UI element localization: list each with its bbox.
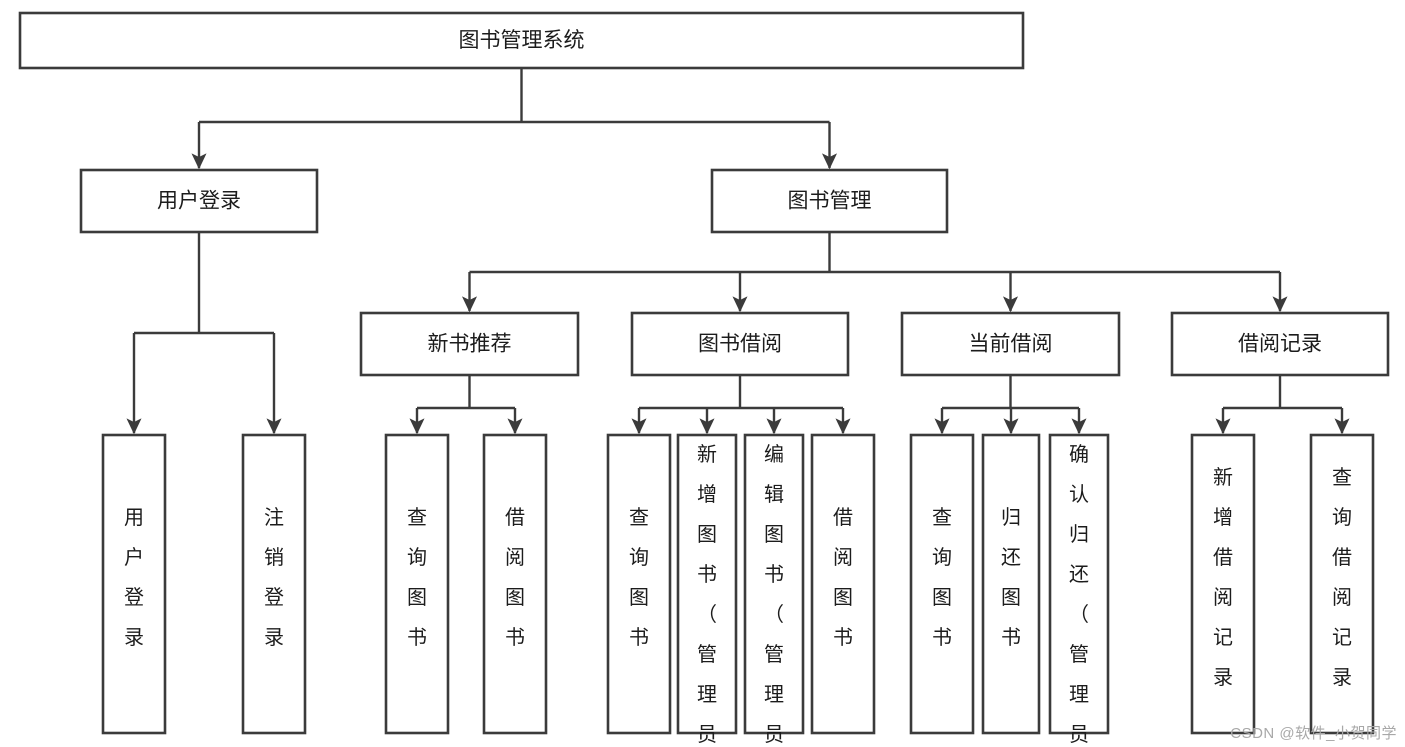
node-leaf-query-book-borrow[interactable]: 查询图书 (606, 433, 672, 735)
node-box (101, 433, 167, 735)
node-label: 图书管理 (788, 190, 872, 213)
node-label: 新增图书（管理员） (697, 443, 717, 747)
node-box (1170, 311, 1390, 377)
node-box (241, 433, 307, 735)
node-label: 查询图书 (932, 506, 952, 649)
node-leaf-query-book-rec[interactable]: 查询图书 (384, 433, 450, 735)
node-box (18, 11, 1025, 70)
node-box (710, 168, 949, 234)
node-label: 新书推荐 (428, 333, 512, 356)
node-box (482, 433, 548, 735)
node-label: 查询图书 (407, 506, 427, 649)
node-box (1190, 433, 1256, 735)
node-leaf-borrow-book[interactable]: 借阅图书 (810, 433, 876, 735)
node-book-manage[interactable]: 图书管理 (710, 168, 949, 234)
node-box (1309, 433, 1375, 735)
node-borrow-record[interactable]: 借阅记录 (1170, 311, 1390, 377)
node-leaf-add-book-admin[interactable]: 新增图书（管理员） (676, 433, 738, 747)
node-leaf-add-borrow-record[interactable]: 新增借阅记录 (1190, 433, 1256, 735)
node-leaf-query-borrow-record[interactable]: 查询借阅记录 (1309, 433, 1375, 735)
node-box (810, 433, 876, 735)
watermark: CSDN @软件_小贺同学 (1230, 725, 1397, 742)
node-label: 图书借阅 (698, 333, 782, 356)
node-box (909, 433, 975, 735)
node-user-login[interactable]: 用户登录 (79, 168, 319, 234)
node-label: 借阅图书 (505, 506, 525, 649)
node-box (630, 311, 850, 377)
node-box (79, 168, 319, 234)
node-box (359, 311, 580, 377)
node-leaf-query-book-cur[interactable]: 查询图书 (909, 433, 975, 735)
node-label: 归还图书 (1001, 506, 1021, 649)
node-leaf-borrow-book-rec[interactable]: 借阅图书 (482, 433, 548, 735)
node-label: 查询图书 (629, 506, 649, 649)
node-label: 编辑图书（管理员） (764, 443, 784, 747)
node-label: 新增借阅记录 (1213, 466, 1233, 689)
node-box (606, 433, 672, 735)
edge-layer (126, 68, 1350, 435)
node-leaf-edit-book-admin[interactable]: 编辑图书（管理员） (743, 433, 805, 747)
node-box (384, 433, 450, 735)
node-label: 查询借阅记录 (1332, 466, 1352, 689)
node-label: 借阅记录 (1238, 333, 1322, 356)
node-leaf-user-login[interactable]: 用户登录 (101, 433, 167, 735)
node-label: 用户登录 (124, 507, 144, 649)
node-current-borrow[interactable]: 当前借阅 (900, 311, 1121, 377)
node-label: 注销登录 (264, 506, 284, 649)
node-box (900, 311, 1121, 377)
node-box (676, 433, 738, 735)
node-box (743, 433, 805, 735)
node-box (981, 433, 1041, 735)
node-label: 确认归还（管理员） (1069, 443, 1089, 747)
node-leaf-return-book[interactable]: 归还图书 (981, 433, 1041, 735)
node-layer: 图书管理系统用户登录图书管理新书推荐图书借阅当前借阅借阅记录用户登录注销登录查询… (18, 11, 1390, 747)
node-box (1048, 433, 1110, 735)
node-new-book-recommend[interactable]: 新书推荐 (359, 311, 580, 377)
node-label: 用户登录 (157, 190, 241, 213)
node-label: 当前借阅 (969, 333, 1053, 356)
node-label: 借阅图书 (833, 506, 853, 649)
node-label: 图书管理系统 (459, 29, 585, 52)
node-leaf-user-logout[interactable]: 注销登录 (241, 433, 307, 735)
node-leaf-confirm-return-admin[interactable]: 确认归还（管理员） (1048, 433, 1110, 747)
node-root[interactable]: 图书管理系统 (18, 11, 1025, 70)
node-book-borrow[interactable]: 图书借阅 (630, 311, 850, 377)
